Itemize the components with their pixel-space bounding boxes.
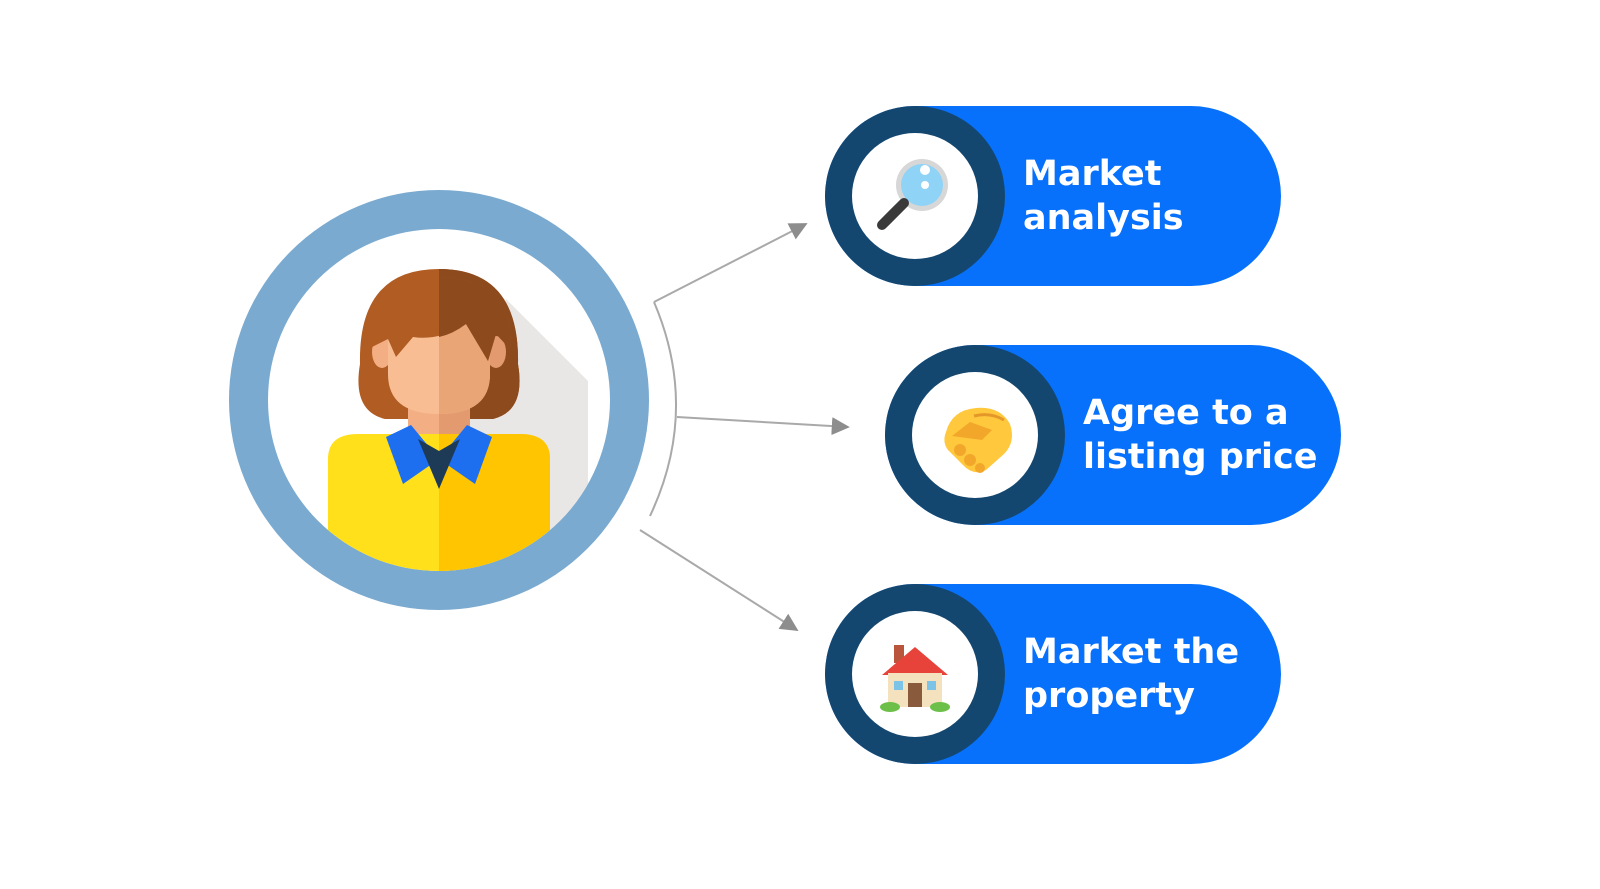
step-label-line2: property: [1023, 676, 1195, 716]
step-label-line1: Market the: [1023, 632, 1240, 672]
step-listing-price: Agree to a listing price: [885, 345, 1341, 525]
step-label-line1: Agree to a: [1083, 393, 1289, 433]
house-icon: [880, 645, 950, 712]
step-label-line2: analysis: [1023, 198, 1184, 238]
woman-icon: [328, 269, 588, 571]
magnifier-icon: [877, 159, 948, 230]
step-label-line2: listing price: [1083, 437, 1318, 477]
handshake-icon: [944, 407, 1012, 473]
step-market-analysis: Market analysis: [825, 106, 1281, 286]
step-label: Agree to a listing price: [1083, 391, 1373, 479]
arrow-to-listing-price: [676, 416, 850, 436]
step-label: Market analysis: [1023, 152, 1313, 240]
agent-avatar: [229, 190, 649, 610]
connector-bracket: [649, 301, 677, 517]
arrow-to-market-property: [639, 529, 799, 631]
step-badge: [825, 106, 1005, 286]
step-market-property: Market the property: [825, 584, 1281, 764]
step-label-line1: Market: [1023, 154, 1162, 194]
step-badge: [825, 584, 1005, 764]
step-badge: [885, 345, 1065, 525]
arrow-to-market-analysis: [653, 223, 808, 303]
step-label: Market the property: [1023, 630, 1313, 718]
